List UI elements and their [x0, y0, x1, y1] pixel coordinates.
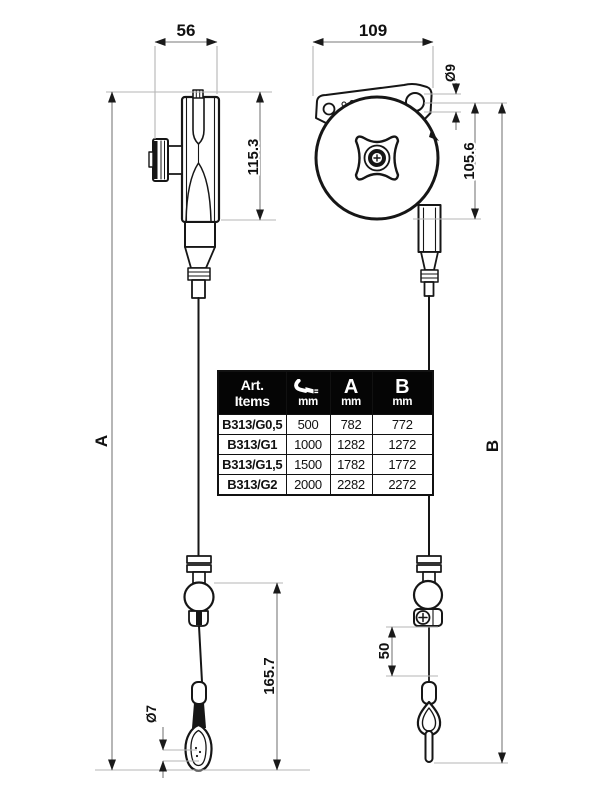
items-label-line1: Art.: [240, 377, 264, 393]
spec-table: Art. Items mm A mm B mm B313/G0,5 500 78…: [217, 370, 434, 496]
table-row: B313/G2 2000 2282 2272: [217, 474, 434, 496]
item-code: B313/G2: [217, 474, 287, 496]
balancer-front-view: [314, 83, 444, 763]
b-column-label: B: [395, 376, 410, 398]
stroke-value: 2000: [285, 474, 331, 496]
cable-stroke-icon: [287, 378, 329, 396]
table-row: B313/G1 1000 1282 1272: [217, 434, 434, 455]
dimension-labels: 56 109 115.3 Ø9 105.6 A B 165.7 Ø7 50: [90, 19, 504, 725]
spec-table-header-row: Art. Items mm A mm B mm: [217, 370, 434, 415]
extension-lines: [95, 46, 508, 771]
dim-label-body-height: 115.3: [245, 139, 262, 176]
dim-label-flange-to-outlet: 105.6: [461, 142, 478, 180]
table-row: B313/G1,5 1500 1782 1772: [217, 454, 434, 475]
dim-label-clamp-to-thimble: 50: [376, 643, 393, 660]
a-column-unit: mm: [341, 396, 361, 408]
a-column-label: A: [343, 376, 359, 398]
stroke-value: 500: [285, 414, 331, 435]
col-header-items: Art. Items: [217, 370, 287, 415]
a-value: 1282: [329, 434, 373, 455]
items-label-line2: Items: [234, 393, 270, 409]
item-code: B313/G1,5: [217, 454, 287, 475]
dim-label-hole-diameter: Ø9: [443, 64, 458, 82]
dim-label-overall-a: A: [92, 435, 111, 447]
dim-label-overall-b: B: [483, 440, 502, 452]
cable-stroke-unit: mm: [298, 395, 318, 408]
b-value: 1772: [371, 454, 434, 475]
stroke-value: 1500: [285, 454, 331, 475]
a-value: 1782: [329, 454, 373, 475]
b-value: 1272: [371, 434, 434, 455]
item-code: B313/G0,5: [217, 414, 287, 435]
table-row: B313/G0,5 500 782 772: [217, 414, 434, 435]
stroke-value: 1000: [285, 434, 331, 455]
a-value: 2282: [329, 474, 373, 496]
b-value: 2272: [371, 474, 434, 496]
b-value: 772: [371, 414, 434, 435]
dim-label-hook-section: 165.7: [261, 657, 278, 695]
dim-label-front-width: 109: [359, 21, 387, 40]
col-header-cable-stroke: mm: [285, 370, 331, 415]
dim-label-side-width: 56: [177, 21, 196, 40]
dimension-lines: [108, 38, 506, 778]
balancer-side-view: [148, 89, 221, 772]
a-value: 782: [329, 414, 373, 435]
col-header-a: A mm: [329, 370, 373, 415]
b-column-unit: mm: [392, 396, 413, 408]
item-code: B313/G1: [217, 434, 287, 455]
col-header-b: B mm: [371, 370, 434, 415]
dim-label-hook-wire-diameter: Ø7: [144, 705, 159, 723]
